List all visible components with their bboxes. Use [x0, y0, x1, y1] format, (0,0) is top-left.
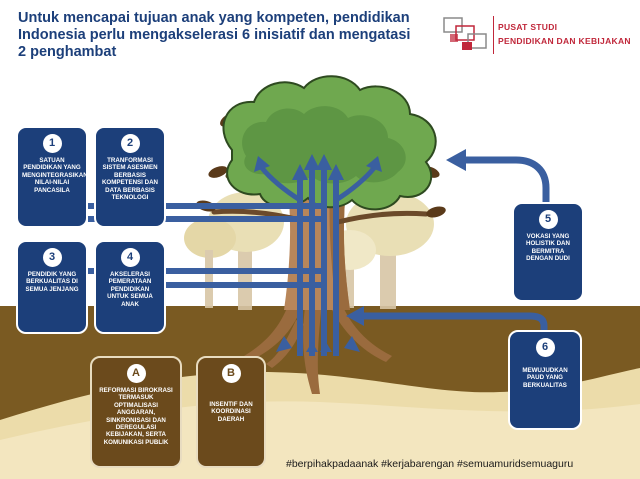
arrow-5-head	[446, 149, 466, 171]
page-title: Untuk mencapai tujuan anak yang kompeten…	[18, 10, 418, 61]
obstacle-letter-b: B	[221, 364, 241, 383]
branch-arrowheads	[254, 156, 382, 172]
obstacle-label-a: Reformasi Birokrasi termasuk Optimalisas…	[99, 387, 173, 446]
initiative-number-1: 1	[42, 134, 62, 153]
initiative-number-5: 5	[538, 210, 558, 229]
initiative-label-6: Mewujudkan PAUD yang Berkualitas	[522, 367, 568, 389]
logo-text-line1: PUSAT STUDI	[498, 22, 558, 32]
initiative-number-6: 6	[535, 338, 555, 357]
obstacle-box-b: B Insentif dan Koordinasi Daerah	[196, 356, 266, 468]
initiative-box-2: 2 Tranformasi Sistem Asesmen Berbasis Ko…	[94, 126, 166, 228]
initiative-label-2: Tranformasi Sistem Asesmen Berbasis Komp…	[101, 157, 159, 202]
initiative-number-2: 2	[120, 134, 140, 153]
initiative-label-4: Akselerasi Pemerataan Pendidikan untuk S…	[107, 271, 153, 308]
initiative-box-1: 1 Satuan Pendidikan yang Mengintegrasika…	[16, 126, 88, 228]
initiative-box-6: 6 Mewujudkan PAUD yang Berkualitas	[508, 330, 582, 430]
trunk-arrows	[292, 154, 344, 356]
initiative-number-4: 4	[120, 248, 140, 267]
title-line: Indonesia perlu mengakselerasi 6 inisiat…	[18, 27, 411, 43]
obstacle-box-a: A Reformasi Birokrasi termasuk Optimalis…	[90, 356, 182, 468]
logo-mark-icon	[443, 17, 487, 50]
root-arrows	[276, 336, 360, 352]
hashtags: #berpihakpadaanak #kerjabarengan #semuam…	[286, 458, 574, 470]
initiative-box-3: 3 Pendidik yang Berkualitas di Semua Jen…	[16, 240, 88, 334]
obstacle-label-b: Insentif dan Koordinasi Daerah	[209, 401, 253, 423]
title-line: Untuk mencapai tujuan anak yang kompeten…	[18, 10, 410, 26]
connector-arrows	[88, 203, 324, 288]
initiative-number-3: 3	[42, 248, 62, 267]
branch-arrows	[259, 165, 377, 203]
arrow-6-head	[346, 306, 364, 326]
psp-logo: PUSAT STUDI PENDIDIKAN DAN KEBIJAKAN	[440, 12, 636, 60]
initiative-label-3: Pendidik yang Berkualitas di Semua Jenja…	[25, 271, 79, 293]
logo-divider	[493, 16, 494, 54]
initiative-box-5: 5 Vokasi yang Holistik dan Bermitra deng…	[512, 202, 584, 302]
initiative-label-5: Vokasi yang Holistik dan Bermitra dengan…	[526, 233, 570, 263]
logo-text-line2: PENDIDIKAN DAN KEBIJAKAN	[498, 36, 631, 46]
title-line: 2 penghambat	[18, 44, 117, 60]
arrow-6-to-roots	[362, 312, 548, 332]
initiative-label-1: Satuan Pendidikan yang Mengintegrasikan …	[22, 157, 88, 194]
tree-canopy-shade	[242, 106, 406, 184]
initiative-box-4: 4 Akselerasi Pemerataan Pendidikan untuk…	[94, 240, 166, 334]
obstacle-letter-a: A	[126, 364, 146, 383]
arrow-5-to-canopy	[462, 156, 550, 204]
